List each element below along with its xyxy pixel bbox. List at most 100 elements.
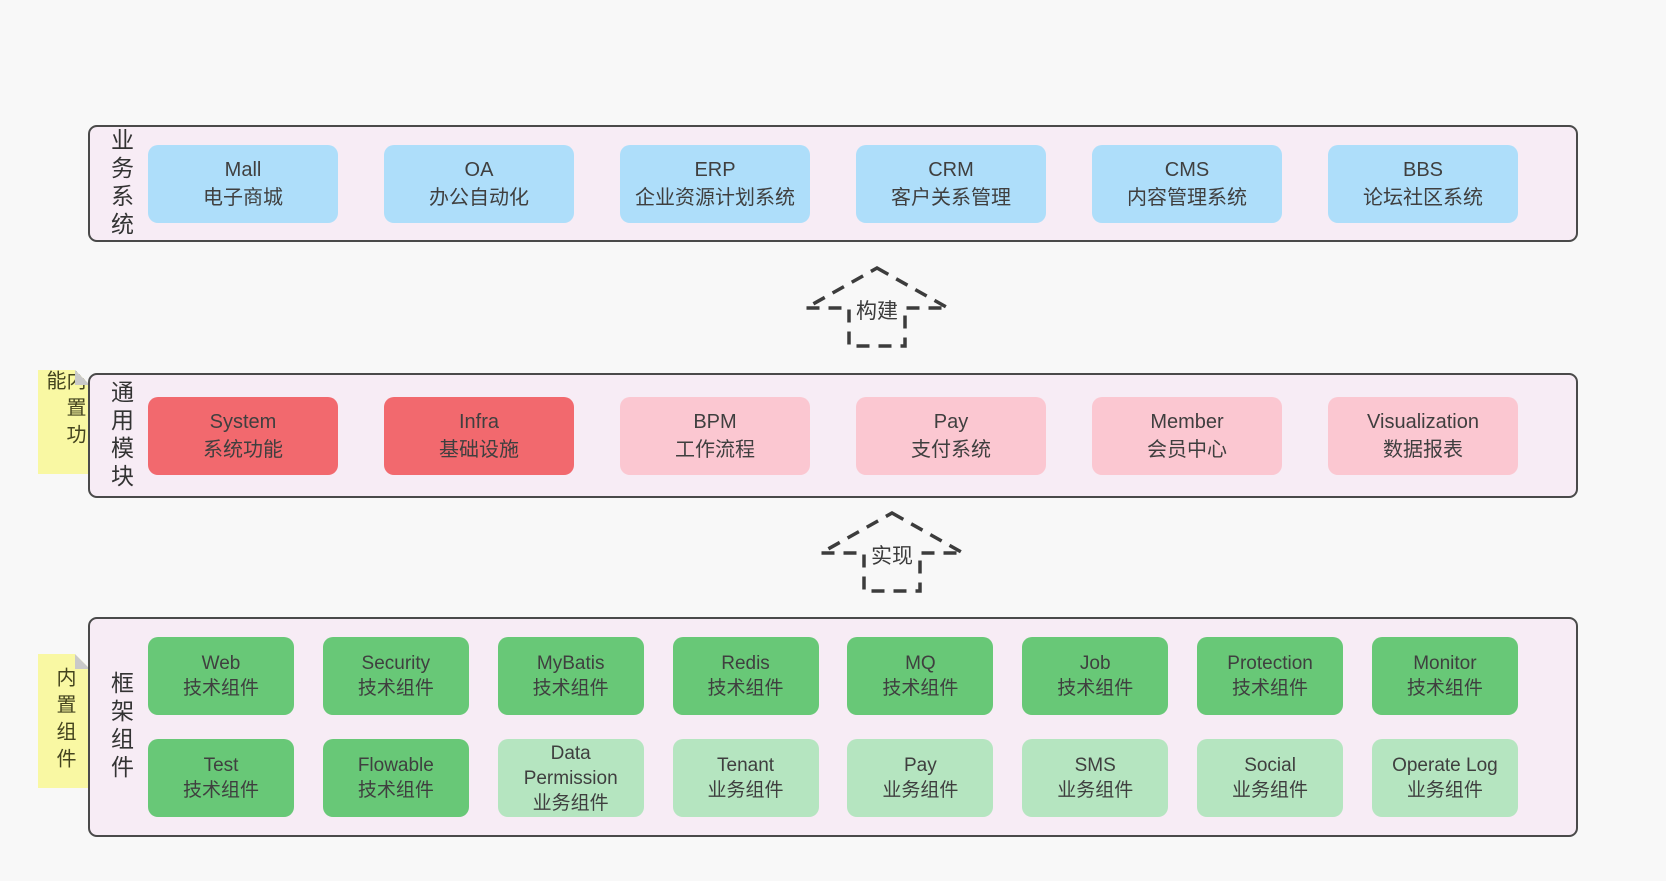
box-redis: Redis 技术组件 <box>672 637 819 715</box>
box-monitor-desc: 技术组件 <box>1406 678 1483 699</box>
box-system-desc: 系统功能 <box>203 438 283 461</box>
box-mall-name: Mall <box>224 158 262 181</box>
box-protection: Protection 技术组件 <box>1197 637 1344 715</box>
build-arrow-label: 构建 <box>852 294 902 326</box>
box-bbs-desc: 论坛社区系统 <box>1363 186 1483 209</box>
box-bbs: BBS 论坛社区系统 <box>1328 144 1518 223</box>
implement-arrow-icon <box>817 510 967 593</box>
panel-modules-label-text: 通用模块 <box>107 379 134 492</box>
box-test-name: Test <box>203 755 239 776</box>
panel-framework-label: 框架组件 <box>100 619 140 835</box>
box-flowable-name: Flowable <box>357 755 434 776</box>
box-web-name: Web <box>201 653 241 674</box>
note-builtin-features: 内置功能 <box>38 370 90 474</box>
note-builtin-components: 内置组件 <box>38 654 90 788</box>
box-member-desc: 会员中心 <box>1147 438 1227 461</box>
box-job-desc: 技术组件 <box>1057 678 1134 699</box>
box-oa: OA 办公自动化 <box>384 144 574 223</box>
box-redis-desc: 技术组件 <box>707 678 784 699</box>
box-tenant-desc: 业务组件 <box>707 780 784 801</box>
box-social-name: Social <box>1244 755 1296 776</box>
panel-business-content: Mall 电子商城 OA 办公自动化 ERP 企业资源计划系统 CRM 客户关系… <box>148 127 1518 240</box>
box-web: Web 技术组件 <box>148 637 294 715</box>
panel-business-label: 业务系统 <box>100 127 140 240</box>
box-operate-log-desc: 业务组件 <box>1406 780 1483 801</box>
box-bpm-name: BPM <box>693 410 737 433</box>
box-mall-desc: 电子商城 <box>203 186 283 209</box>
box-monitor-name: Monitor <box>1413 653 1477 674</box>
box-member: Member 会员中心 <box>1092 396 1282 475</box>
box-sms: SMS 业务组件 <box>1022 739 1169 817</box>
box-cms-name: CMS <box>1164 158 1210 181</box>
build-arrow-icon <box>802 265 952 348</box>
box-data-permission-desc: 业务组件 <box>532 792 609 814</box>
box-mq-desc: 技术组件 <box>882 678 959 699</box>
box-mall: Mall 电子商城 <box>148 144 338 223</box>
box-visualization: Visualization 数据报表 <box>1328 396 1518 475</box>
box-system-name: System <box>209 410 277 433</box>
box-security: Security 技术组件 <box>322 637 469 715</box>
note-builtin-components-text: 内置组件 <box>53 667 75 775</box>
box-cms-desc: 内容管理系统 <box>1127 186 1247 209</box>
box-member-name: Member <box>1150 410 1224 433</box>
box-job-name: Job <box>1079 653 1111 674</box>
box-data-permission: Data Permission 业务组件 <box>497 739 644 817</box>
box-job: Job 技术组件 <box>1022 637 1169 715</box>
box-test: Test 技术组件 <box>148 739 294 817</box>
box-sms-desc: 业务组件 <box>1057 780 1134 801</box>
box-web-desc: 技术组件 <box>182 678 259 699</box>
box-operate-log: Operate Log 业务组件 <box>1371 739 1518 817</box>
box-mq-name: MQ <box>905 653 936 674</box>
box-infra-desc: 基础设施 <box>439 438 519 461</box>
box-mybatis-desc: 技术组件 <box>532 678 609 699</box>
box-operate-log-name: Operate Log <box>1392 755 1498 776</box>
box-pay-component-desc: 业务组件 <box>882 780 959 801</box>
box-erp-desc: 企业资源计划系统 <box>635 186 795 209</box>
box-protection-name: Protection <box>1227 653 1313 674</box>
box-bbs-name: BBS <box>1402 158 1444 181</box>
box-bpm-desc: 工作流程 <box>675 438 755 461</box>
box-mybatis-name: MyBatis <box>536 653 605 674</box>
panel-business-label-text: 业务系统 <box>107 127 134 240</box>
box-oa-name: OA <box>464 158 494 181</box>
box-security-desc: 技术组件 <box>357 678 434 699</box>
box-infra: Infra 基础设施 <box>384 396 574 475</box>
box-data-permission-name: Data Permission <box>523 742 618 789</box>
note-builtin-features-text: 内置功能 <box>43 370 85 451</box>
box-pay-component-name: Pay <box>904 755 937 776</box>
box-protection-desc: 技术组件 <box>1232 678 1309 699</box>
box-monitor: Monitor 技术组件 <box>1371 637 1518 715</box>
panel-common-modules: 通用模块 System 系统功能 Infra 基础设施 BPM 工作流程 Pay… <box>88 373 1578 498</box>
box-infra-name: Infra <box>458 410 500 433</box>
panel-framework-content: Web 技术组件 Security 技术组件 MyBatis 技术组件 Redi… <box>148 619 1518 835</box>
box-pay-component: Pay 业务组件 <box>847 739 994 817</box>
panel-business-systems: 业务系统 Mall 电子商城 OA 办公自动化 ERP 企业资源计划系统 CRM… <box>88 125 1578 242</box>
box-tenant-name: Tenant <box>717 755 775 776</box>
box-pay-module-name: Pay <box>933 410 969 433</box>
box-crm-name: CRM <box>928 158 974 181</box>
box-bpm: BPM 工作流程 <box>620 396 810 475</box>
implement-arrow-label: 实现 <box>867 539 917 571</box>
box-visualization-desc: 数据报表 <box>1383 438 1463 461</box>
box-redis-name: Redis <box>721 653 770 674</box>
box-security-name: Security <box>361 653 431 674</box>
box-mybatis: MyBatis 技术组件 <box>497 637 644 715</box>
box-sms-name: SMS <box>1074 755 1116 776</box>
implement-arrow: 实现 <box>817 509 967 593</box>
box-visualization-name: Visualization <box>1367 410 1479 433</box>
panel-modules-label: 通用模块 <box>100 375 140 496</box>
panel-framework-components: 框架组件 Web 技术组件 Security 技术组件 MyBatis 技术组件… <box>88 617 1578 837</box>
box-test-desc: 技术组件 <box>182 780 259 801</box>
build-arrow: 构建 <box>802 264 952 348</box>
panel-framework-label-text: 框架组件 <box>107 671 134 783</box>
box-crm: CRM 客户关系管理 <box>856 144 1046 223</box>
panel-modules-content: System 系统功能 Infra 基础设施 BPM 工作流程 Pay 支付系统… <box>148 375 1518 496</box>
framework-row-2: Test 技术组件 Flowable 技术组件 Data Permission … <box>148 739 1518 817</box>
box-crm-desc: 客户关系管理 <box>891 186 1011 209</box>
box-cms: CMS 内容管理系统 <box>1092 144 1282 223</box>
box-pay-module: Pay 支付系统 <box>856 396 1046 475</box>
box-oa-desc: 办公自动化 <box>429 186 529 209</box>
box-flowable-desc: 技术组件 <box>357 780 434 801</box>
framework-row-1: Web 技术组件 Security 技术组件 MyBatis 技术组件 Redi… <box>148 637 1518 715</box>
box-tenant: Tenant 业务组件 <box>672 739 819 817</box>
